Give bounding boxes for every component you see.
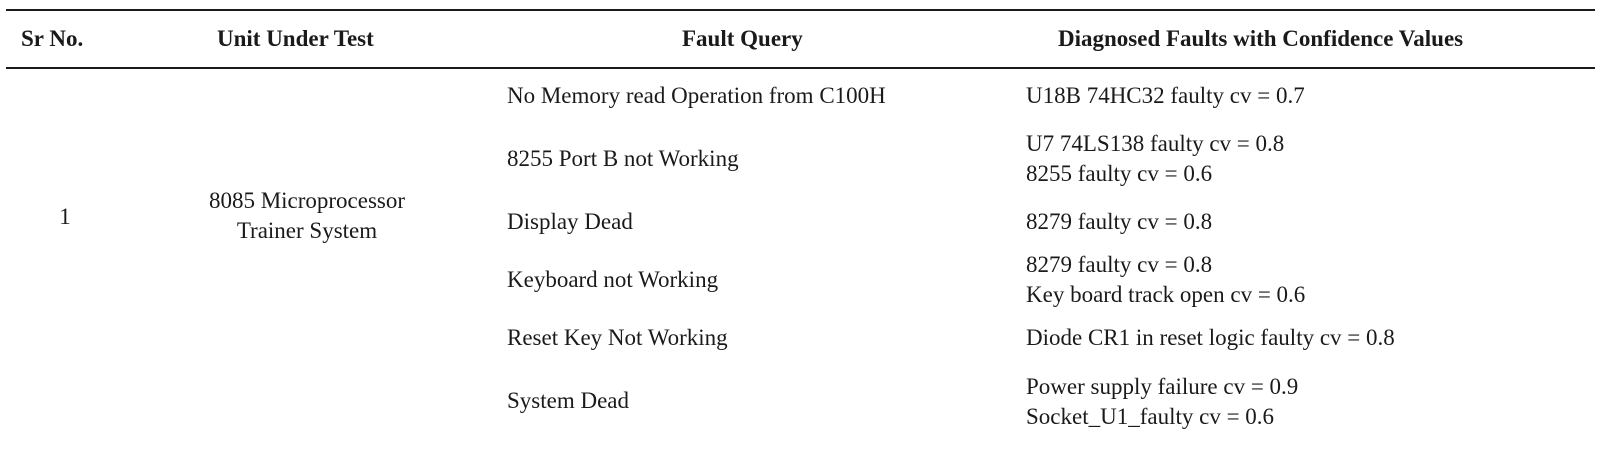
header-sr-no: Sr No. xyxy=(21,26,84,51)
unit-line-1: 8085 Microprocessor xyxy=(208,188,406,213)
unit-line-2: Trainer System xyxy=(236,218,378,243)
unit-under-test-cell: 8085 Microprocessor Trainer System xyxy=(157,186,457,246)
fault-query-4: Keyboard not Working xyxy=(507,267,719,292)
fault-line: 8279 faulty cv = 0.8 xyxy=(1026,252,1213,277)
header-fault-query: Fault Query xyxy=(682,26,803,51)
diagnosed-faults-4: 8279 faulty cv = 0.8 Key board track ope… xyxy=(1026,250,1305,310)
fault-query-1: No Memory read Operation from C100H xyxy=(507,83,886,108)
header-diagnosed-faults: Diagnosed Faults with Confidence Values xyxy=(1058,26,1464,51)
fault-query-5: Reset Key Not Working xyxy=(507,325,728,350)
fault-line: Socket_U1_faulty cv = 0.6 xyxy=(1026,404,1275,429)
diagnosed-faults-2: U7 74LS138 faulty cv = 0.8 8255 faulty c… xyxy=(1026,129,1284,189)
fault-line: 8255 faulty cv = 0.6 xyxy=(1026,161,1213,186)
fault-query-2: 8255 Port B not Working xyxy=(507,146,739,171)
fault-query-3: Display Dead xyxy=(507,209,633,234)
fault-line: Diode CR1 in reset logic faulty cv = 0.8 xyxy=(1026,325,1395,350)
header-rule xyxy=(6,67,1595,69)
diagnosed-faults-1: U18B 74HC32 faulty cv = 0.7 xyxy=(1026,81,1305,111)
diagnosed-faults-6: Power supply failure cv = 0.9 Socket_U1_… xyxy=(1026,372,1298,432)
fault-query-6: System Dead xyxy=(507,388,630,413)
fault-line: U7 74LS138 faulty cv = 0.8 xyxy=(1026,131,1285,156)
diagnosed-faults-3: 8279 faulty cv = 0.8 xyxy=(1026,207,1212,237)
sr-no-cell: 1 xyxy=(59,204,71,229)
diagnosed-faults-5: Diode CR1 in reset logic faulty cv = 0.8 xyxy=(1026,323,1395,353)
header-unit-under-test: Unit Under Test xyxy=(217,26,374,51)
table-top-rule xyxy=(6,9,1595,11)
fault-line: Power supply failure cv = 0.9 xyxy=(1026,374,1299,399)
fault-line: U18B 74HC32 faulty cv = 0.7 xyxy=(1026,83,1305,108)
fault-line: Key board track open cv = 0.6 xyxy=(1026,282,1306,307)
fault-line: 8279 faulty cv = 0.8 xyxy=(1026,209,1213,234)
